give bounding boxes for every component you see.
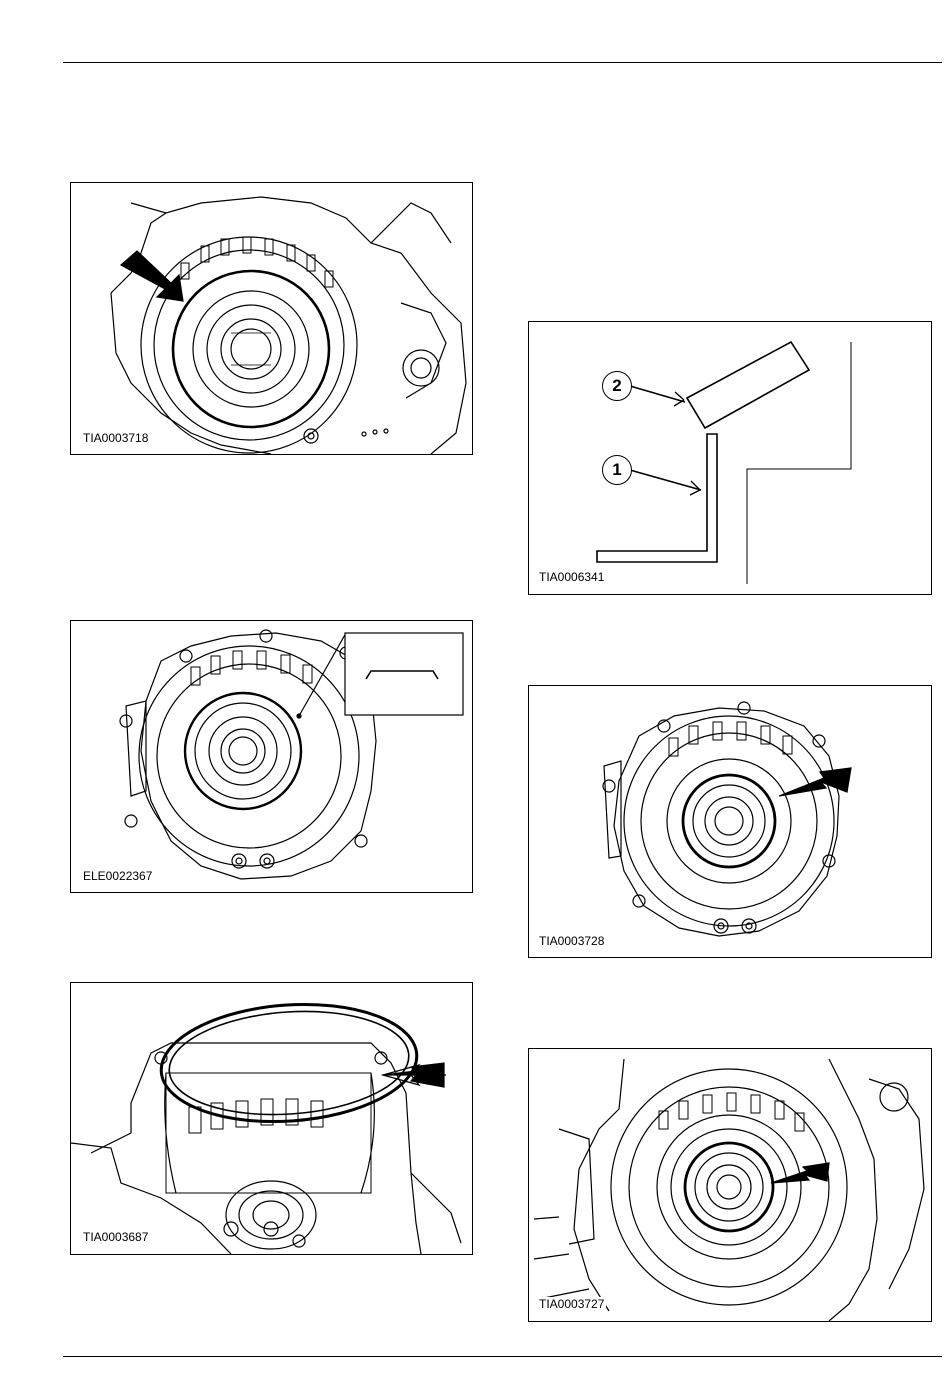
figure-id-label: TIA0003718: [81, 431, 150, 445]
transmission-housing-illustration: [71, 183, 472, 454]
figure-id-label: TIA0003687: [81, 1230, 150, 1244]
housing-large-ring-illustration: [71, 983, 472, 1254]
figure-id-label: TIA0006341: [537, 570, 606, 584]
clutch-assembly-illustration: [71, 621, 472, 892]
figure-tia0003687: TIA0003687: [70, 982, 473, 1255]
figure-ele0022367: ELE0022367: [70, 620, 473, 893]
figure-tia0003728: TIA0003728: [528, 685, 932, 958]
housing-inner-ring-illustration: [529, 1049, 931, 1321]
footer-rule: [63, 1356, 942, 1357]
callout-1: 1: [602, 455, 632, 485]
clutch-inner-ring-illustration: [529, 686, 931, 957]
figure-tia0003727: TIA0003727: [528, 1048, 932, 1322]
figure-id-label: TIA0003727: [537, 1297, 606, 1311]
section-diagram: [529, 322, 931, 594]
header-rule: [63, 62, 942, 63]
figure-tia0003718: TIA0003718: [70, 182, 473, 455]
callout-2: 2: [602, 371, 632, 401]
figure-tia0006341: 2 1 TIA0006341: [528, 321, 932, 595]
figure-id-label: ELE0022367: [81, 869, 154, 883]
figure-id-label: TIA0003728: [537, 934, 606, 948]
